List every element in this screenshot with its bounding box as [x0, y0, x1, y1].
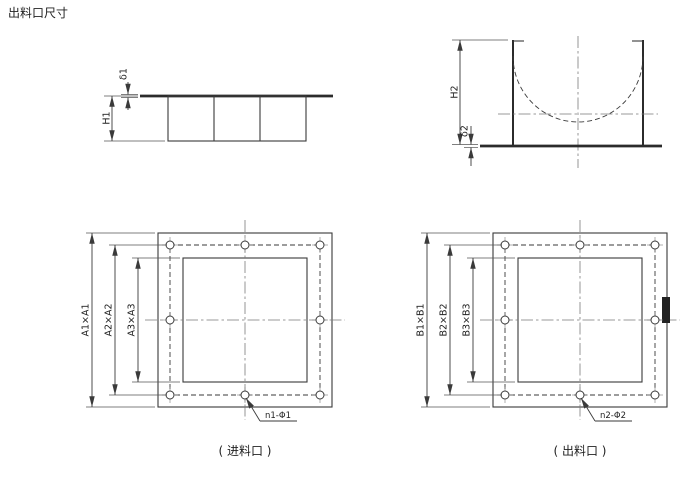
bolt-hole [646, 311, 664, 329]
bolt-hole [236, 236, 254, 254]
dimension-label-a3: A3×A3 [127, 303, 138, 336]
dimension-b2: B2×B2 [439, 244, 502, 396]
bolt-hole [646, 236, 664, 254]
inlet-elevation-view: δ1 H1 [102, 68, 333, 142]
dimension-delta1: δ1 [119, 68, 138, 110]
holes-label-n1: n1-Φ1 [265, 411, 291, 421]
bolt-hole [311, 311, 329, 329]
dimension-a3: A3×A3 [127, 257, 180, 383]
inlet-holes-callout: n1-Φ1 [245, 397, 297, 422]
outlet-plan-view: B1×B1 B2×B2 B3×B3 n2-Φ2 ( 出料口 ) [416, 220, 680, 458]
duct-body [167, 95, 307, 142]
dimension-label-b2: B2×B2 [439, 303, 450, 336]
bolt-hole [571, 236, 589, 254]
bolt-hole [236, 386, 254, 404]
dimension-label-delta1: δ1 [119, 68, 130, 80]
page-title: 出料口尺寸 [8, 6, 68, 20]
dimension-a2: A2×A2 [104, 244, 167, 396]
dimension-a1: A1×A1 [81, 232, 155, 408]
section-mark [662, 297, 670, 323]
bolt-hole [161, 311, 179, 329]
dimension-label-b3: B3×B3 [462, 303, 473, 336]
bolt-hole [571, 386, 589, 404]
inlet-plan-caption: ( 进料口 ) [219, 444, 272, 458]
dimension-label-a2: A2×A2 [104, 303, 115, 336]
dimension-label-delta2: δ2 [460, 125, 471, 137]
dimension-b3: B3×B3 [462, 257, 515, 383]
dimension-h2: H2 [450, 39, 508, 145]
holes-label-n2: n2-Φ2 [600, 411, 626, 421]
dimension-label-b1: B1×B1 [416, 303, 427, 336]
leader-line [580, 397, 596, 422]
outlet-plan-caption: ( 出料口 ) [554, 444, 607, 458]
bolt-hole [311, 386, 329, 404]
outlet-holes-callout: n2-Φ2 [580, 397, 632, 422]
dimension-h1: H1 [102, 95, 165, 142]
dimension-label-h1: H1 [102, 111, 113, 124]
bolt-hole [646, 386, 664, 404]
leader-line [245, 397, 261, 422]
bolt-hole [311, 236, 329, 254]
inlet-plan-view: A1×A1 A2×A2 A3×A3 n1-Φ1 ( 进料口 ) [81, 220, 345, 458]
dimension-label-a1: A1×A1 [81, 303, 92, 336]
dimension-delta2: δ2 [460, 125, 478, 166]
dimension-label-h2: H2 [450, 85, 461, 98]
outlet-elevation-view: H2 δ2 [450, 36, 662, 168]
dimension-b1: B1×B1 [416, 232, 490, 408]
bolt-hole [496, 311, 514, 329]
